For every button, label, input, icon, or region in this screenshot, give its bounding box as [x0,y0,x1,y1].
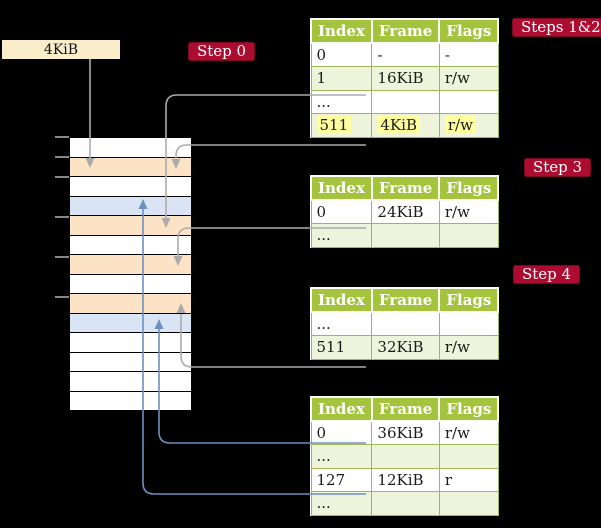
table-cell [371,491,440,516]
memory-tick [55,176,69,178]
table-row: ... [310,311,499,336]
memory-column [69,137,192,411]
table-cell [438,444,499,469]
memory-row-peach [70,255,191,275]
table-cell: ... [310,444,373,469]
badge-step-3: Step 3 [524,158,592,177]
table-cell: 4KiB [371,113,440,138]
table-cell: 32KiB [371,335,440,360]
badge-steps-1-2: Steps 1&2 [512,18,601,37]
column-header: Flags [438,175,500,201]
table-row: 0-- [310,42,499,67]
table-cell: 16KiB [371,66,440,91]
table-cell [438,491,499,516]
table-cell: r [438,467,499,492]
memory-row-white [70,235,191,255]
memory-row-blue [70,313,191,333]
table-cell: r/w [438,66,499,91]
table-row: ... [310,89,499,114]
table-cell [438,311,499,336]
memory-tick [55,156,69,158]
table-row: ... [310,223,499,248]
memory-row-white [70,372,191,392]
table-cell: - [371,42,440,67]
table-cell: 0 [310,199,373,224]
table-cell: 511 [310,335,373,360]
memory-row-white [70,177,191,197]
column-header: Frame [370,18,441,44]
table-cell: 12KiB [371,467,440,492]
highlighted-value: 511 [316,116,352,135]
table-cell: ... [310,223,373,248]
table-cell: - [438,42,499,67]
memory-tick [55,216,69,218]
column-header: Index [310,18,373,44]
table-cell: 0 [310,420,373,445]
badge-step-0: Step 0 [188,42,256,61]
memory-row-peach [70,157,191,177]
table-row: ... [310,444,499,469]
table-cell: r/w [438,199,499,224]
arrow-step0-row511-to-memory [175,144,366,159]
table-cell [371,311,440,336]
table-cell: 24KiB [371,199,440,224]
table-cell: ... [310,311,373,336]
table-cell: r/w [438,113,499,138]
memory-row-white [70,352,191,372]
memory-row-white [70,333,191,353]
memory-row-white [70,391,191,410]
table-cell [438,89,499,114]
table-cell: 127 [310,467,373,492]
memory-row-peach [70,294,191,314]
table-cell: 36KiB [371,420,440,445]
memory-row-white [70,138,191,158]
table-cell [371,89,440,114]
memory-row-peach [70,216,191,236]
table-cell [371,223,440,248]
column-header: Flags [438,18,500,44]
column-header: Frame [370,175,441,201]
highlighted-value: r/w [444,116,476,135]
column-header: Index [310,287,373,313]
memory-tick [55,296,69,298]
table-cell: 511 [310,113,373,138]
table-cell: ... [310,89,373,114]
table-row: 511 4KiB r/w [310,113,499,138]
column-header: Frame [370,287,441,313]
column-header: Index [310,175,373,201]
memory-tick [55,256,69,258]
table-cell: 1 [310,66,373,91]
table-cell [438,223,499,248]
column-header: Flags [438,287,500,313]
table-row: ... [310,491,499,516]
table-cell: ... [310,491,373,516]
memory-row-white [70,274,191,294]
table-cell: r/w [438,420,499,445]
column-header: Flags [438,396,500,422]
badge-step-4: Step 4 [513,265,581,284]
memory-tick [55,136,69,138]
highlighted-value: 4KiB [377,116,420,135]
table-cell: 0 [310,42,373,67]
column-header: Index [310,396,373,422]
column-header: Frame [370,396,441,422]
memory-row-blue [70,196,191,216]
table-cell: r/w [438,335,499,360]
table-cell [371,444,440,469]
page-size-box: 4KiB [2,40,120,59]
